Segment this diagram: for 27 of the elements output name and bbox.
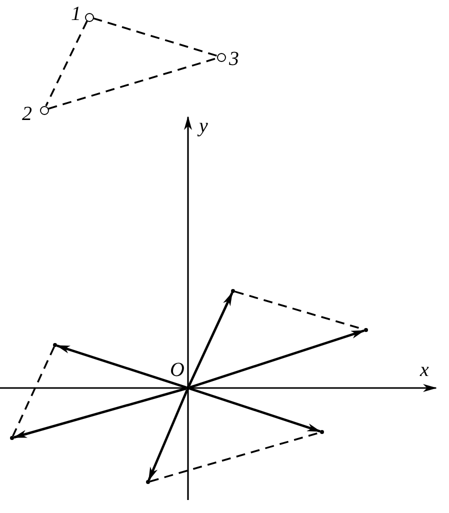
vector-tip-point <box>146 480 150 484</box>
dashed-line <box>93 17 217 57</box>
origin-point <box>186 386 190 390</box>
dashed-line <box>45 20 88 106</box>
vector-tip-point <box>53 343 57 347</box>
vector-arrow <box>148 389 188 482</box>
vector-arrow <box>188 292 234 387</box>
point-number: 3 <box>229 49 239 69</box>
vector-arrow <box>56 344 186 389</box>
vector-tip-point <box>320 430 324 434</box>
vector-arrow <box>190 329 366 389</box>
vector-arrow <box>12 387 186 439</box>
vector-arrow <box>190 387 322 433</box>
dashed-line <box>12 346 55 437</box>
vector-tip-point <box>231 289 235 293</box>
point-marker <box>84 12 94 22</box>
point-marker <box>40 106 48 114</box>
point-marker <box>216 52 226 62</box>
vector-tip-point <box>364 328 368 332</box>
point-number: 2 <box>22 104 32 124</box>
origin-label: O <box>170 360 184 380</box>
vector-tip-point <box>10 436 14 440</box>
x-axis-label: x <box>420 360 429 380</box>
y-axis-label: y <box>199 116 208 136</box>
dashed-line <box>48 57 217 110</box>
point-number: 1 <box>71 4 81 24</box>
dashed-line <box>150 432 320 482</box>
